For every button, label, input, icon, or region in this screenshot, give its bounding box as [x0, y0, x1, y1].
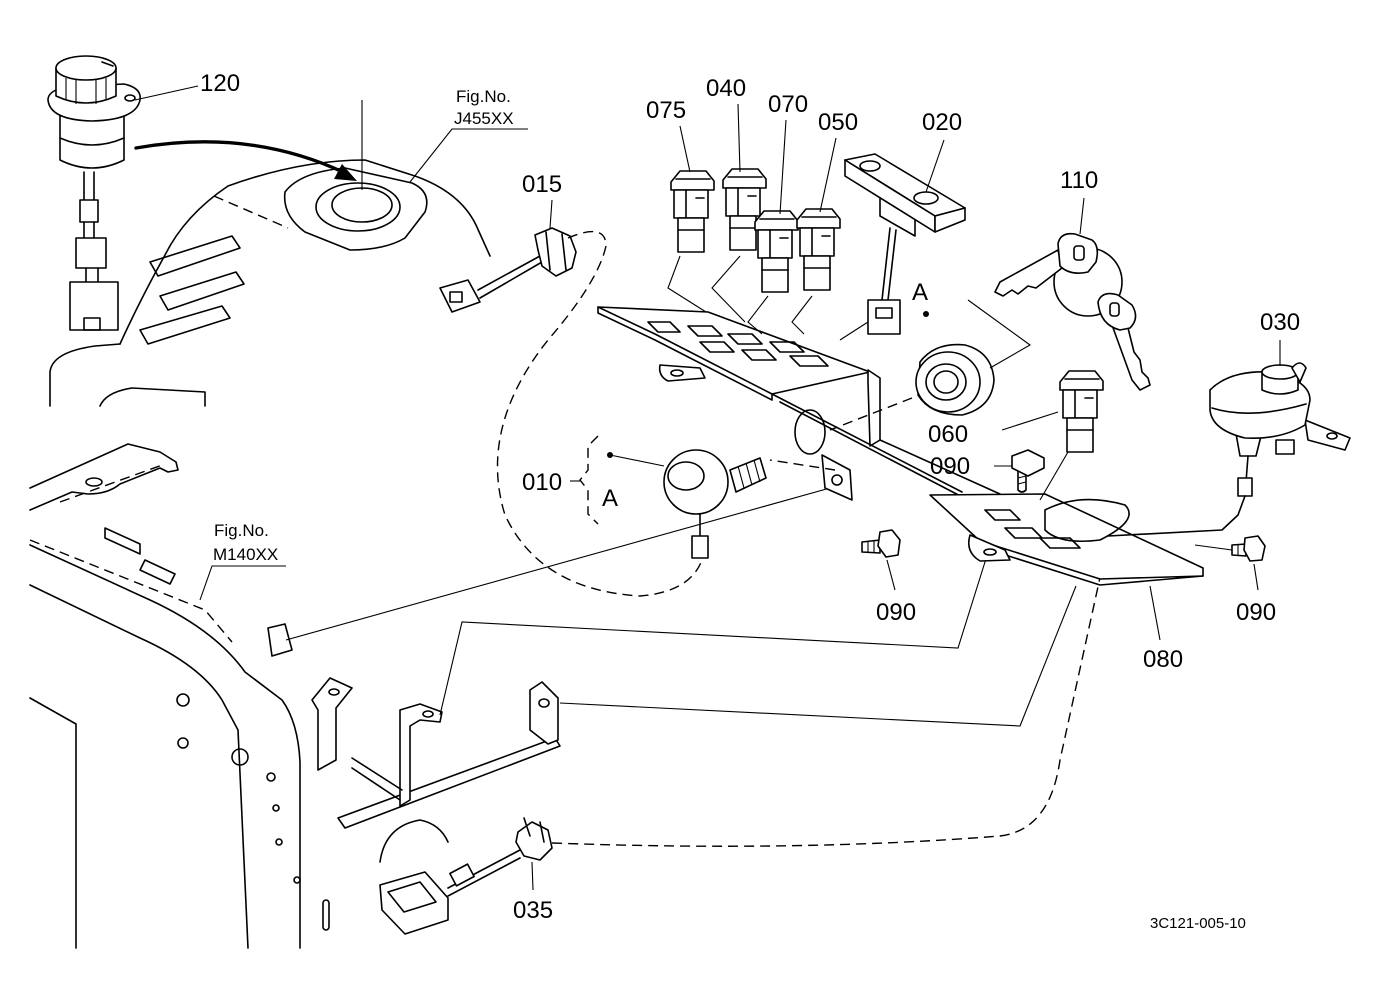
hour-meter-120 [47, 55, 199, 331]
bolt-090-upper [994, 449, 1045, 493]
lower-bracket [311, 545, 1077, 863]
label-part-015: 015 [522, 171, 562, 198]
label-part-060: 060 [928, 421, 968, 448]
callout-a-upper: A [912, 279, 928, 306]
install-arrow [134, 140, 357, 181]
label-part-090-upper: 090 [930, 453, 970, 480]
label-part-010: 010 [522, 469, 562, 496]
label-part-020: 020 [922, 109, 962, 136]
hood-hole [315, 182, 401, 232]
label-part-080: 080 [1143, 646, 1183, 673]
label-part-075: 075 [646, 97, 686, 124]
figure-ref-code: M140XX [213, 545, 278, 564]
key-switch-030 [1107, 340, 1351, 537]
figure-ref-prefix: Fig.No. [214, 521, 269, 540]
label-part-050: 050 [818, 109, 858, 136]
switch-leader-lines [667, 103, 837, 335]
label-part-030: 030 [1260, 309, 1300, 336]
figure-ref-code: J455XX [454, 109, 514, 128]
harness-connector [379, 849, 521, 935]
wire-route-dashed-lower [551, 531, 1111, 847]
label-part-110: 110 [1060, 167, 1098, 194]
wire-route-dashed-left [496, 230, 703, 597]
mount-line [285, 487, 831, 641]
panel-bracket [597, 306, 1204, 641]
callout-a-lower: A [602, 485, 618, 512]
label-part-035: 035 [513, 897, 553, 924]
label-part-090-lower: 090 [876, 599, 916, 626]
switch-060-leaders [1001, 411, 1069, 501]
clip-015 [439, 199, 577, 313]
drawing-number: 3C121-005-10 [1150, 915, 1246, 932]
hood-panel [49, 100, 491, 407]
figure-ref-prefix: Fig.No. [456, 87, 511, 106]
chassis-frame [29, 443, 330, 949]
bolt-090-lower [861, 529, 901, 591]
bushing-a [829, 311, 995, 431]
clip-035 [515, 817, 553, 891]
label-part-070: 070 [768, 91, 808, 118]
label-part-040: 040 [706, 75, 746, 102]
label-part-120: 120 [200, 70, 240, 97]
label-part-090-right: 090 [1236, 599, 1276, 626]
knob-010 [663, 449, 836, 559]
callout-bracket-010 [570, 435, 665, 525]
bolt-090-right [1194, 535, 1266, 591]
keys-110 [967, 197, 1151, 391]
figure-ref-j455xx: Fig.No. J455XX [409, 87, 528, 183]
figure-ref-m140xx: Fig.No. M140XX [199, 521, 286, 601]
lamp-housing-020 [839, 139, 966, 341]
